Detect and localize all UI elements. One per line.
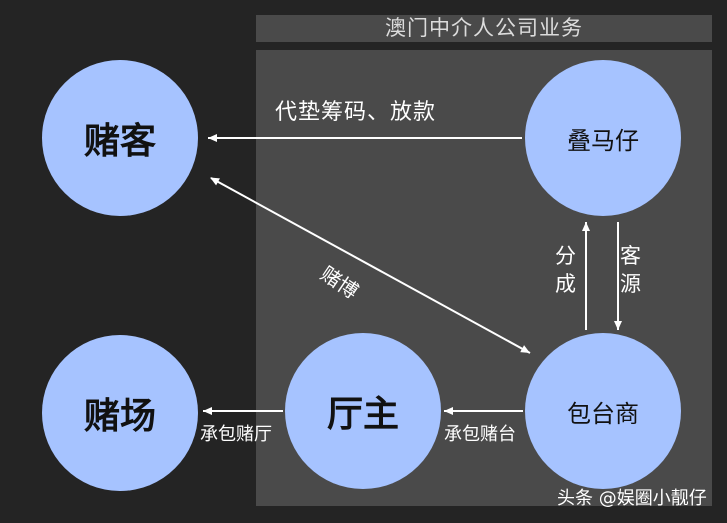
node-junket-label: 包台商: [567, 399, 639, 428]
edge-label-revenue-share: 分成: [555, 244, 576, 296]
node-gambler: 赌客: [42, 60, 198, 216]
node-agent: 叠马仔: [525, 60, 681, 216]
watermark: 头条 @娱圈小靓仔: [557, 488, 707, 509]
edge-label-loan: 代垫筹码、放款: [275, 100, 437, 125]
edge-label-contract-table: 承包赌台: [444, 424, 516, 445]
node-junket: 包台商: [525, 333, 681, 489]
node-agent-label: 叠马仔: [567, 126, 639, 155]
node-hall-owner-label: 厅主: [326, 394, 399, 435]
edge-label-client-source: 客源: [620, 244, 641, 296]
arrow-gambling: [210, 177, 531, 354]
node-gambler-label: 赌客: [83, 121, 156, 162]
diagram-title: 澳门中介人公司业务: [256, 15, 712, 42]
edge-label-contract-hall: 承包赌厅: [200, 424, 272, 445]
node-casino: 赌场: [42, 335, 198, 491]
node-hall-owner: 厅主: [285, 333, 441, 489]
node-casino-label: 赌场: [83, 396, 156, 437]
